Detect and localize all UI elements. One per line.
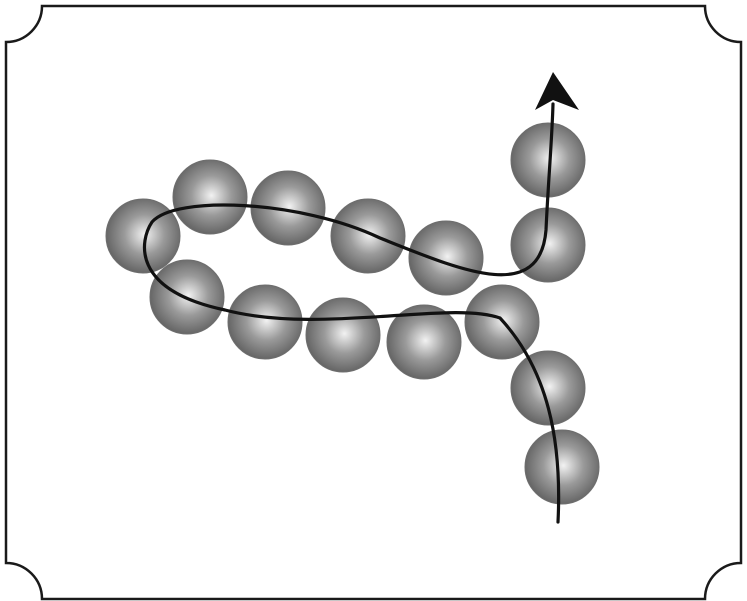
bead-14 [525, 430, 599, 504]
bead-8 [306, 298, 380, 372]
bead-4 [331, 199, 405, 273]
bead-1 [106, 199, 180, 273]
diagram-frame [6, 6, 741, 599]
bead-7 [228, 285, 302, 359]
bead-13 [511, 351, 585, 425]
bead-5 [409, 221, 483, 295]
bead-2 [173, 160, 247, 234]
